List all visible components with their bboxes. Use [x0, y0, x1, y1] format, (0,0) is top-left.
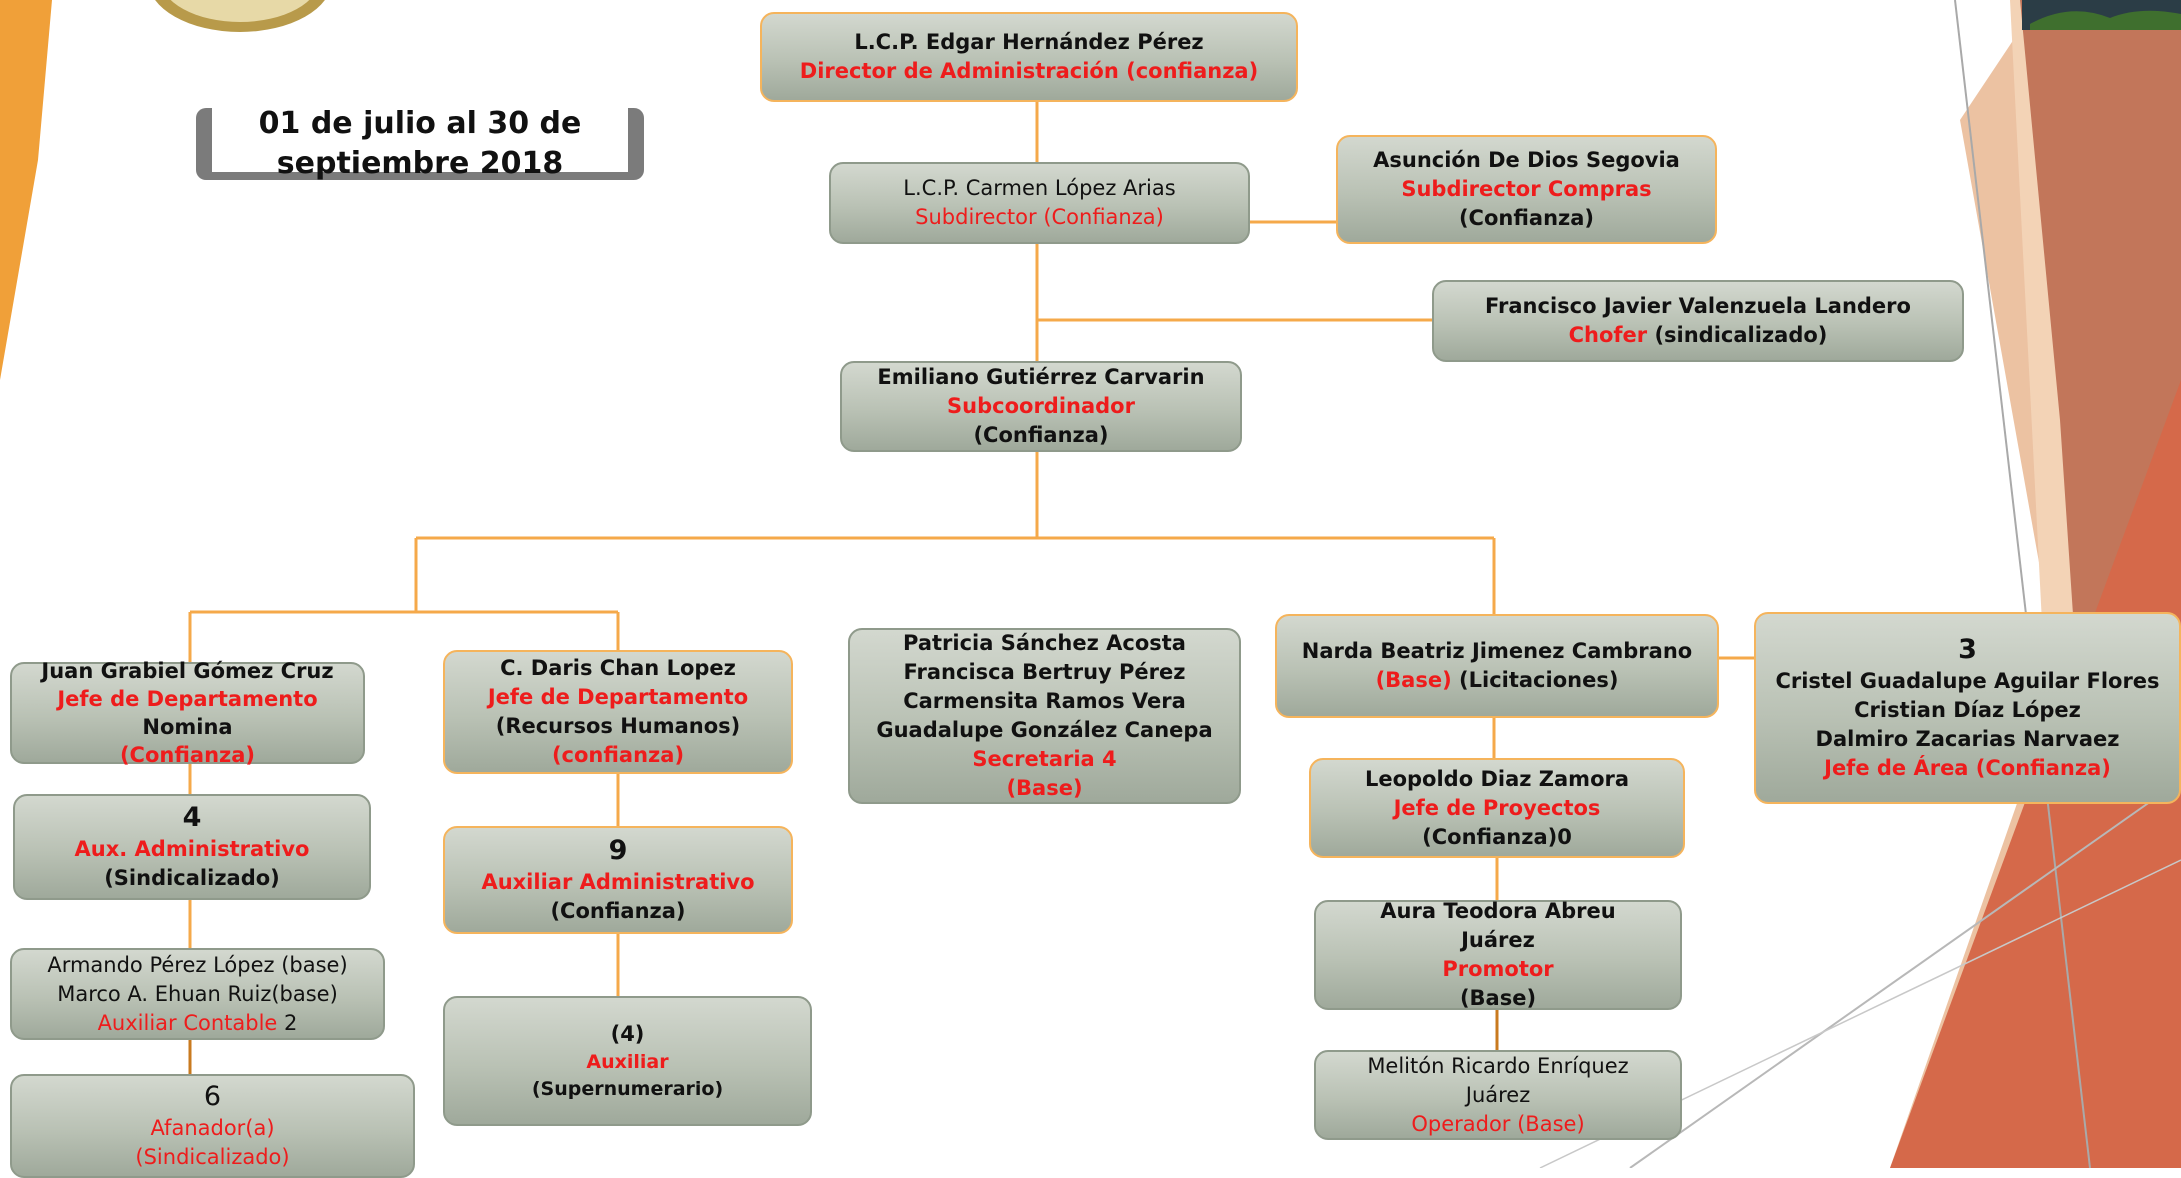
diagonal-line-1: [1954, 0, 2091, 1168]
auxiliar-role: Auxiliar: [586, 1050, 669, 1073]
compras-status: (Confianza): [1458, 206, 1595, 230]
rh-status: (confianza): [551, 743, 685, 767]
left-accent-shape: [0, 0, 52, 380]
subcoordinador-status: (Confianza): [973, 423, 1109, 447]
rh-box: C. Daris Chan Lopez Jefe de Departamento…: [443, 650, 793, 774]
contable-box: Armando Pérez López (base) Marco A. Ehua…: [10, 948, 385, 1040]
secretarias-status: (Base): [1006, 776, 1083, 800]
subcoordinador-box: Emiliano Gutiérrez Carvarin Subcoordinad…: [840, 361, 1242, 452]
connector-lines-dark: [188, 948, 1499, 1074]
secretaria-name: Patricia Sánchez Acosta: [903, 631, 1186, 655]
secretaria-name: Guadalupe González Canepa: [876, 718, 1213, 742]
contable-line2: Marco A. Ehuan Ruiz(base): [57, 981, 338, 1006]
contable-line1: Armando Pérez López (base): [47, 952, 348, 977]
diagonal-line-2: [1629, 779, 2181, 1168]
licitaciones-name: Narda Beatriz Jimenez Cambrano: [1301, 639, 1693, 663]
aux-admin-box: 4 Aux. Administrativo (Sindicalizado): [13, 794, 371, 900]
contable-role: Auxiliar Contable: [97, 1010, 278, 1035]
promotor-status: (Base): [1459, 986, 1537, 1010]
promotor-name-1: Aura Teodora Abreu: [1380, 899, 1616, 923]
date-plate: [196, 104, 644, 180]
compras-box: Asunción De Dios Segovia Subdirector Com…: [1336, 135, 1717, 244]
afanador-role: Afanador(a): [150, 1116, 275, 1140]
proyectos-status: (Confianza)0: [1422, 824, 1572, 849]
subdirector-name: L.C.P. Carmen López Arias: [903, 176, 1176, 200]
jefe-area-name: Dalmiro Zacarias Narvaez: [1815, 727, 2120, 751]
nomina-name: Juan Grabiel Gómez Cruz: [41, 659, 334, 683]
proyectos-name: Leopoldo Diaz Zamora: [1364, 766, 1630, 791]
afanador-status: (Sindicalizado): [135, 1145, 290, 1169]
subdirector-box: L.C.P. Carmen López Arias Subdirector (C…: [829, 162, 1250, 244]
rh-area: (Recursos Humanos): [495, 714, 741, 738]
licitaciones-role: (Base): [1375, 668, 1452, 692]
secretarias-role: Secretaria 4: [972, 747, 1117, 771]
promotor-box: Aura Teodora Abreu Juárez Promotor (Base…: [1314, 899, 1682, 1010]
aux-admin-conf-count: 9: [608, 835, 628, 866]
nomina-role: Jefe de Departamento: [57, 687, 318, 711]
operador-name-1: Melitón Ricardo Enríquez: [1367, 1053, 1629, 1078]
institution-seal-logo: [155, 0, 325, 32]
operador-role: Operador (Base): [1411, 1111, 1585, 1136]
jefe-area-count: 3: [1958, 634, 1977, 665]
operador-box: Melitón Ricardo Enríquez Juárez Operador…: [1314, 1050, 1682, 1140]
jefe-area-name: Cristian Díaz López: [1854, 698, 2081, 722]
subcoordinador-name: Emiliano Gutiérrez Carvarin: [877, 365, 1205, 389]
secretaria-name: Carmensita Ramos Vera: [903, 689, 1186, 713]
secretaria-name: Francisca Bertruy Pérez: [903, 660, 1186, 684]
nomina-area: Nomina: [142, 715, 233, 739]
aux-admin-conf-box: 9 Auxiliar Administrativo (Confianza): [443, 826, 793, 934]
proyectos-role: Jefe de Proyectos: [1393, 795, 1601, 820]
afanador-box: 6 Afanador(a) (Sindicalizado): [10, 1074, 415, 1178]
aux-admin-conf-status: (Confianza): [550, 899, 686, 923]
auxiliar-count: (4): [610, 1021, 645, 1046]
proyectos-box: Leopoldo Diaz Zamora Jefe de Proyectos (…: [1309, 758, 1685, 858]
director-box: L.C.P. Edgar Hernández Pérez Director de…: [760, 12, 1298, 102]
aux-admin-conf-role: Auxiliar Administrativo: [481, 870, 755, 894]
compras-name: Asunción De Dios Segovia: [1373, 148, 1680, 172]
rh-name: C. Daris Chan Lopez: [500, 656, 736, 680]
chofer-role: Chofer: [1568, 323, 1648, 347]
aux-admin-count: 4: [182, 802, 202, 833]
promotor-role: Promotor: [1442, 957, 1554, 981]
afanador-count: 6: [203, 1081, 222, 1112]
jefe-area-box: 3 Cristel Guadalupe Aguilar Flores Crist…: [1754, 612, 2181, 804]
aux-admin-role: Aux. Administrativo: [74, 837, 310, 861]
auxiliar-box: (4) Auxiliar (Supernumerario): [443, 996, 812, 1126]
director-role: Director de Administración (confianza): [799, 59, 1259, 83]
chofer-status: (sindicalizado): [1654, 323, 1828, 347]
chofer-box: Francisco Javier Valenzuela Landero Chof…: [1432, 280, 1964, 362]
jefe-area-role: Jefe de Área (Confianza): [1824, 756, 2111, 780]
promotor-name-2: Juárez: [1461, 928, 1535, 952]
aux-admin-status: (Sindicalizado): [104, 866, 280, 890]
director-name: L.C.P. Edgar Hernández Pérez: [854, 30, 1204, 54]
auxiliar-status: (Supernumerario): [531, 1077, 724, 1100]
nomina-status: (Confianza): [119, 743, 256, 767]
subdirector-role: Subdirector (Confianza): [915, 205, 1164, 229]
top-right-logo: [2022, 0, 2181, 30]
contable-count: 2: [284, 1010, 298, 1035]
compras-role: Subdirector Compras: [1401, 177, 1652, 201]
secretarias-box: Patricia Sánchez Acosta Francisca Bertru…: [848, 628, 1241, 804]
operador-name-2: Juárez: [1465, 1082, 1531, 1107]
nomina-box: Juan Grabiel Gómez Cruz Jefe de Departam…: [10, 659, 365, 767]
chofer-name: Francisco Javier Valenzuela Landero: [1485, 294, 1911, 318]
rh-role: Jefe de Departamento: [487, 685, 749, 709]
licitaciones-box: Narda Beatriz Jimenez Cambrano (Base) (L…: [1275, 614, 1719, 718]
date-range: 01 de julio al 30 de septiembre 2018: [258, 106, 582, 181]
licitaciones-area: (Licitaciones): [1459, 668, 1619, 692]
jefe-area-name: Cristel Guadalupe Aguilar Flores: [1775, 669, 2160, 693]
subcoordinador-role: Subcoordinador: [947, 394, 1135, 418]
